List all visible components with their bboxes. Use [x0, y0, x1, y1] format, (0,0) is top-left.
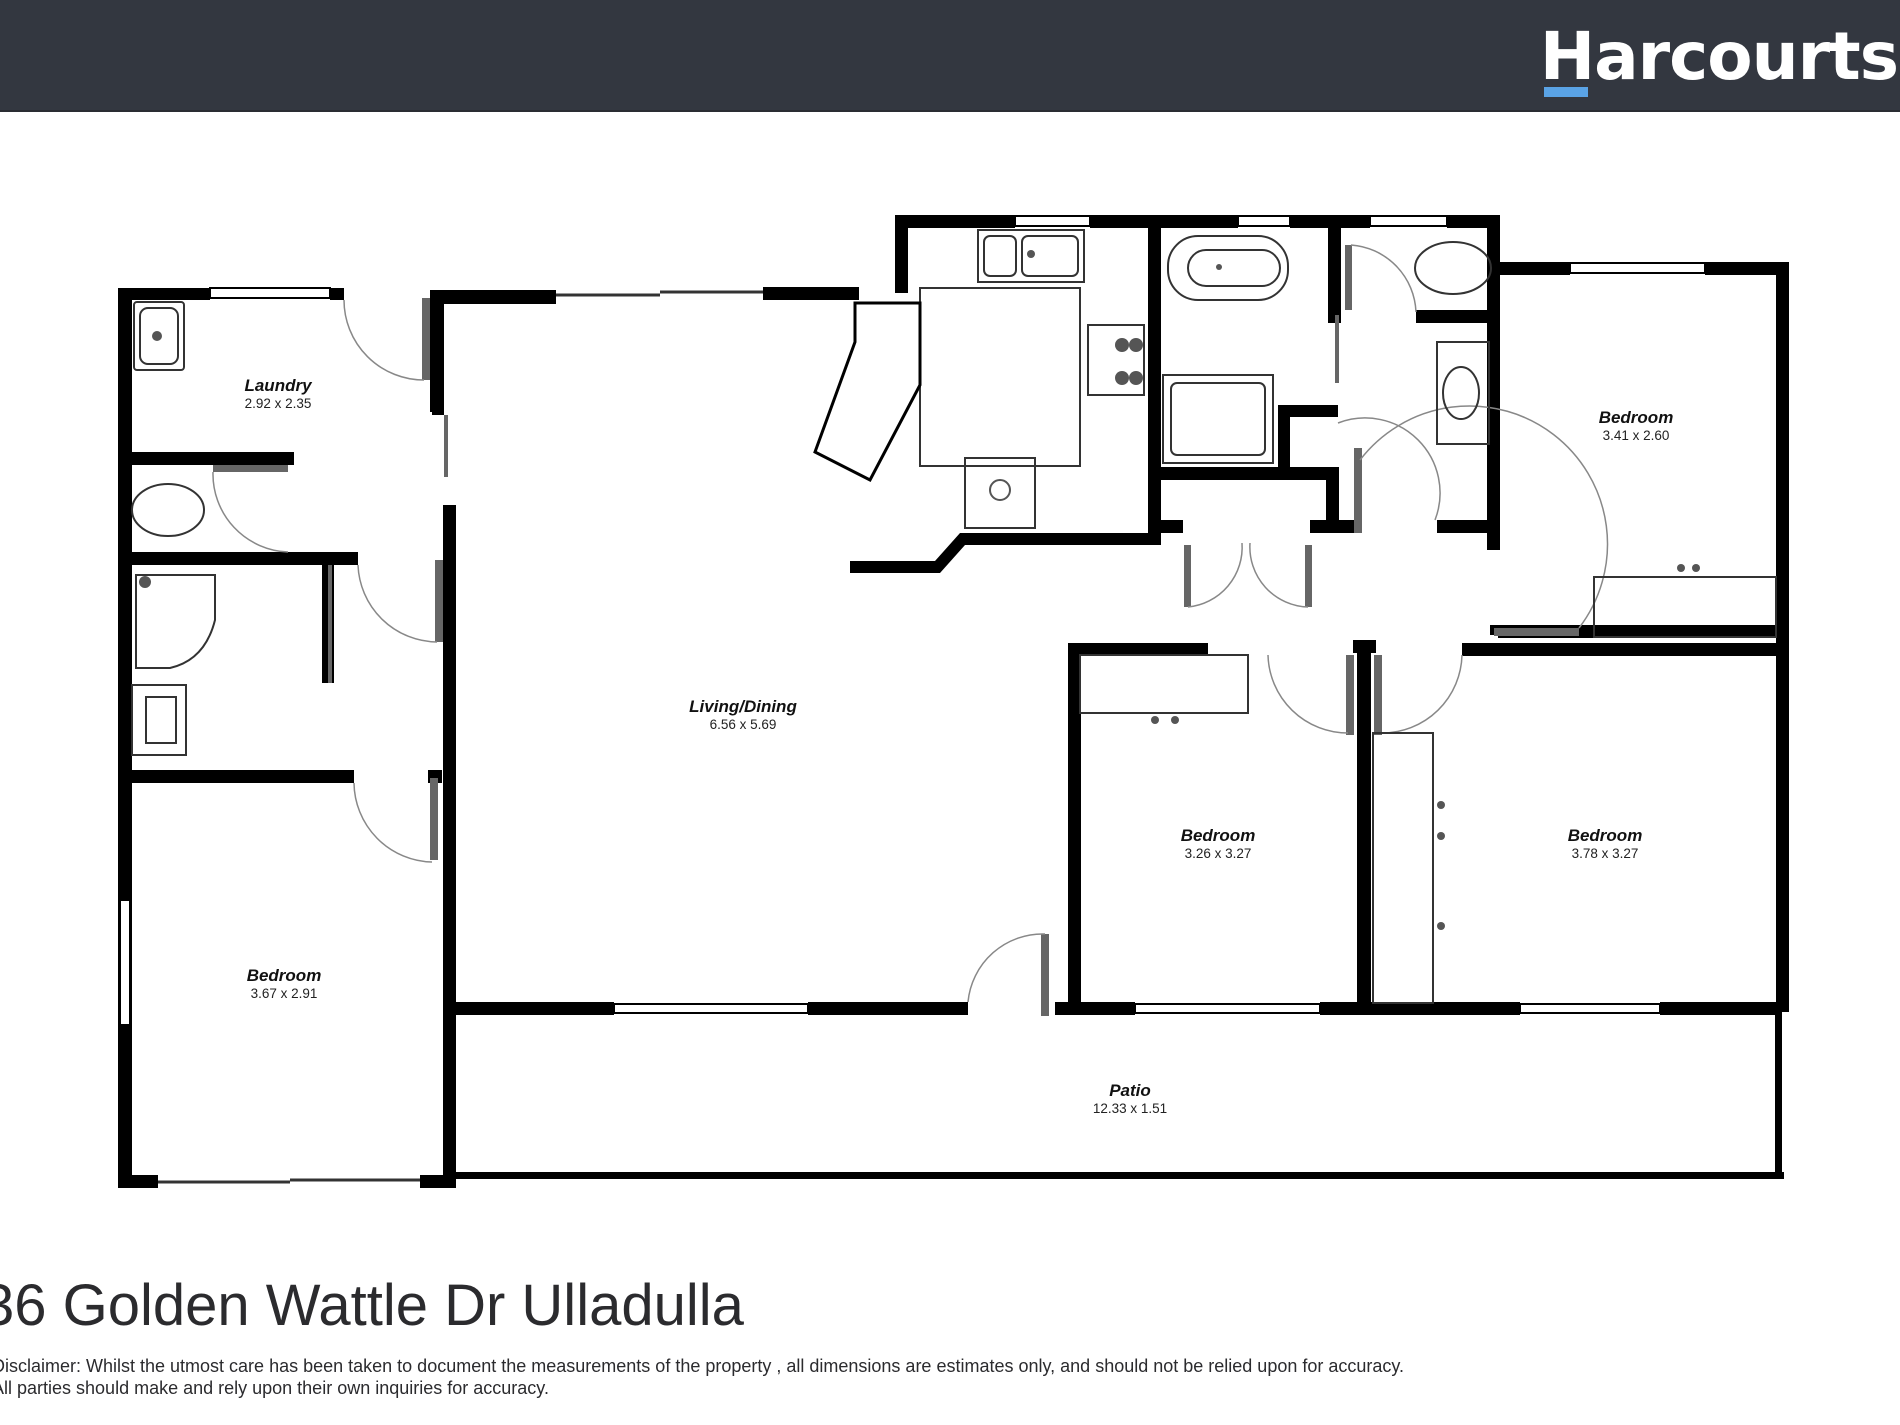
harcourts-logo: Harcourts: [1539, 12, 1899, 102]
room-label-living-dining: Living/Dining: [689, 697, 797, 716]
kitchen-counter: [813, 301, 922, 483]
room-label-bedroom-northeast: Bedroom: [1599, 408, 1674, 427]
door-leaves: [213, 245, 1579, 1016]
room-dim-bedroom-west: 3.67 x 2.91: [251, 986, 318, 1001]
windows: [119, 215, 1706, 1026]
room-label-bedroom-east: Bedroom: [1568, 826, 1643, 845]
brand-name: Harcourts: [1539, 18, 1899, 95]
floorplan: Laundry 2.92 x 2.35 Bedroom 3.67 x 2.91 …: [0, 110, 1900, 1220]
room-dim-laundry: 2.92 x 2.35: [245, 396, 312, 411]
room-dim-bedroom-east: 3.78 x 3.27: [1572, 846, 1639, 861]
room-dim-bedroom-northeast: 3.41 x 2.60: [1603, 428, 1670, 443]
room-labels: Laundry 2.92 x 2.35 Bedroom 3.67 x 2.91 …: [244, 376, 1673, 1116]
walls: [118, 215, 1789, 1188]
header-bar: Harcourts: [0, 0, 1900, 112]
disclaimer-line-1: Disclaimer: Whilst the utmost care has b…: [0, 1356, 1405, 1376]
disclaimer-line-2: All parties should make and rely upon th…: [0, 1378, 549, 1398]
logo-accent-bar: [1543, 87, 1588, 97]
fixture-details: [139, 250, 1700, 930]
room-label-bedroom-west: Bedroom: [247, 966, 322, 985]
property-address: 36 Golden Wattle Dr Ulladulla: [0, 1273, 744, 1338]
room-dim-bedroom-middle: 3.26 x 3.27: [1185, 846, 1252, 861]
room-dim-living-dining: 6.56 x 5.69: [710, 717, 777, 732]
sliding-doors: [158, 290, 763, 1184]
disclaimer: Disclaimer: Whilst the utmost care has b…: [0, 1355, 1492, 1399]
door-swings: [212, 244, 1609, 1003]
room-label-bedroom-middle: Bedroom: [1181, 826, 1256, 845]
room-label-patio: Patio: [1109, 1081, 1151, 1100]
room-dim-patio: 12.33 x 1.51: [1093, 1101, 1167, 1116]
room-label-laundry: Laundry: [244, 376, 313, 395]
